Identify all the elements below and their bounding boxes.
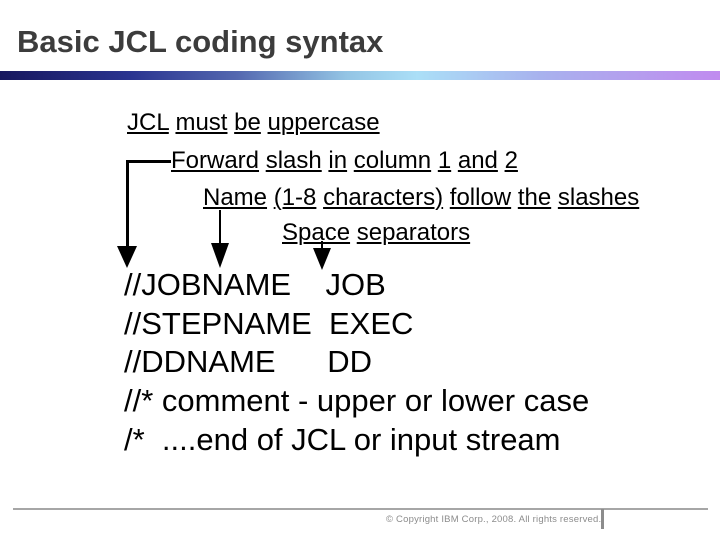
forward-slash-arrow-line <box>126 160 129 248</box>
jcl-code-block: //JOBNAME JOB //STEPNAME EXEC //DDNAME D… <box>124 266 589 460</box>
page-title: Basic JCL coding syntax <box>17 24 384 59</box>
code-line-stepname: //STEPNAME EXEC <box>124 305 414 341</box>
space-arrow-head-icon <box>313 248 331 270</box>
footer-divider-line <box>13 508 708 510</box>
name-arrow-head-icon <box>211 243 229 268</box>
code-line-jobname: //JOBNAME JOB <box>124 267 386 302</box>
footer-tick-mark <box>601 509 604 529</box>
code-line-ddname: //DDNAME DD <box>124 344 373 380</box>
title-divider-bar <box>0 71 720 80</box>
forward-slash-arrow-elbow <box>126 160 171 163</box>
code-line-end-of-jcl: /* ....end of JCL or input stream <box>124 421 561 457</box>
annotation-space-separators: Space separators <box>282 219 471 246</box>
annotation-forward-slash: Forward slash in column 1 and 2 <box>171 147 518 174</box>
annotation-name-characters: Name (1-8 characters) follow the slashes <box>203 184 640 211</box>
annotation-jcl-uppercase: JCL must be uppercase <box>127 109 380 136</box>
forward-slash-arrow-head-icon <box>117 246 137 268</box>
name-arrow-line <box>219 210 221 245</box>
footer-copyright: © Copyright IBM Corp., 2008. All rights … <box>386 514 602 525</box>
code-line-comment: //* comment - upper or lower case <box>124 383 590 419</box>
space-arrow-line <box>321 241 323 251</box>
